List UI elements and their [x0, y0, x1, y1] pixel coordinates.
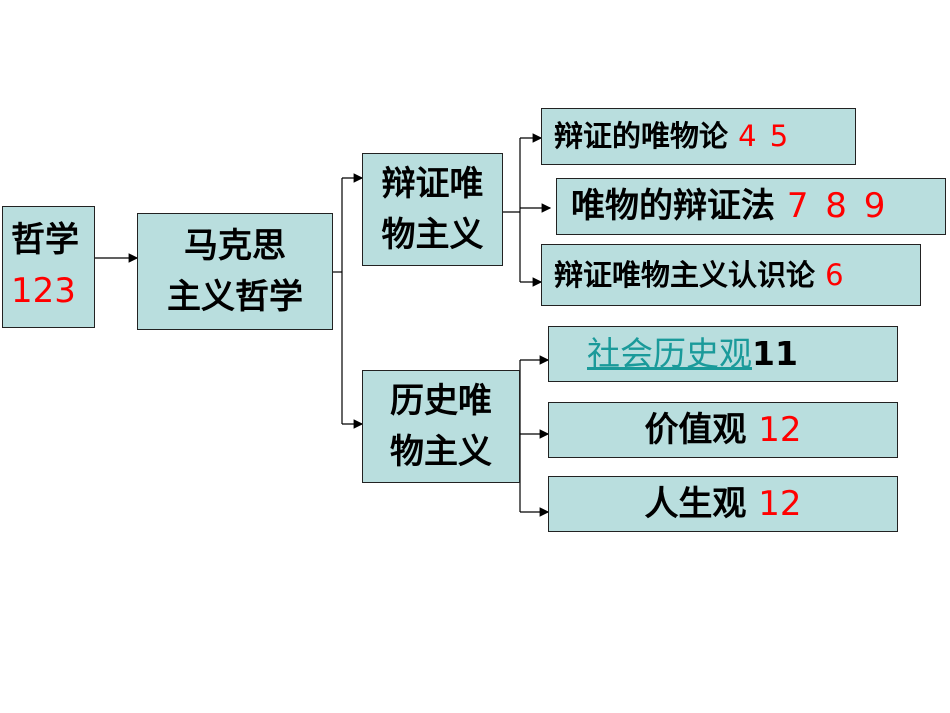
node-rsg-number: 12: [758, 483, 802, 524]
node-shlsg-number: 11: [752, 334, 798, 373]
node-wwbzf-number: 7 8 9: [786, 186, 886, 226]
node-mks-line2: 主义哲学: [167, 276, 303, 317]
node-mks-line1: 马克思: [184, 225, 286, 266]
node-ls-line2: 物主义: [390, 431, 492, 472]
node-rsl-label: 辩证唯物主义认识论: [554, 258, 816, 292]
node-bzwwl: 辩证的唯物论 4 5: [541, 108, 856, 165]
node-marxist-philosophy: 马克思 主义哲学: [137, 213, 333, 330]
node-zhexue-label: 哲学: [11, 220, 79, 260]
node-bz-line1: 辩证唯: [381, 163, 484, 204]
node-wwbzf-label: 唯物的辩证法: [571, 186, 775, 226]
node-rsl-number: 6: [825, 258, 844, 292]
node-jzg-label: 价值观: [644, 409, 747, 450]
node-bz-line2: 物主义: [381, 214, 484, 255]
node-dialectical-materialism: 辩证唯 物主义: [362, 153, 503, 266]
node-wwbzf: 唯物的辩证法 7 8 9: [556, 178, 946, 235]
node-rsg: 人生观 12: [548, 476, 898, 532]
node-rsl: 辩证唯物主义认识论 6: [541, 244, 921, 306]
node-ls-line1: 历史唯: [390, 380, 492, 421]
node-jzg-number: 12: [758, 409, 802, 450]
node-historical-materialism: 历史唯 物主义: [362, 370, 520, 483]
node-rsg-label: 人生观: [644, 483, 747, 524]
node-zhexue-number: 123: [11, 271, 76, 311]
node-jzg: 价值观 12: [548, 402, 898, 458]
node-zhexue: 哲学 123: [2, 206, 95, 328]
node-bzwwl-label: 辩证的唯物论: [554, 119, 729, 153]
link-shlsg[interactable]: 社会历史观: [587, 334, 752, 373]
node-shlsg: 社会历史观11: [548, 326, 898, 382]
node-bzwwl-number: 4 5: [738, 119, 789, 153]
